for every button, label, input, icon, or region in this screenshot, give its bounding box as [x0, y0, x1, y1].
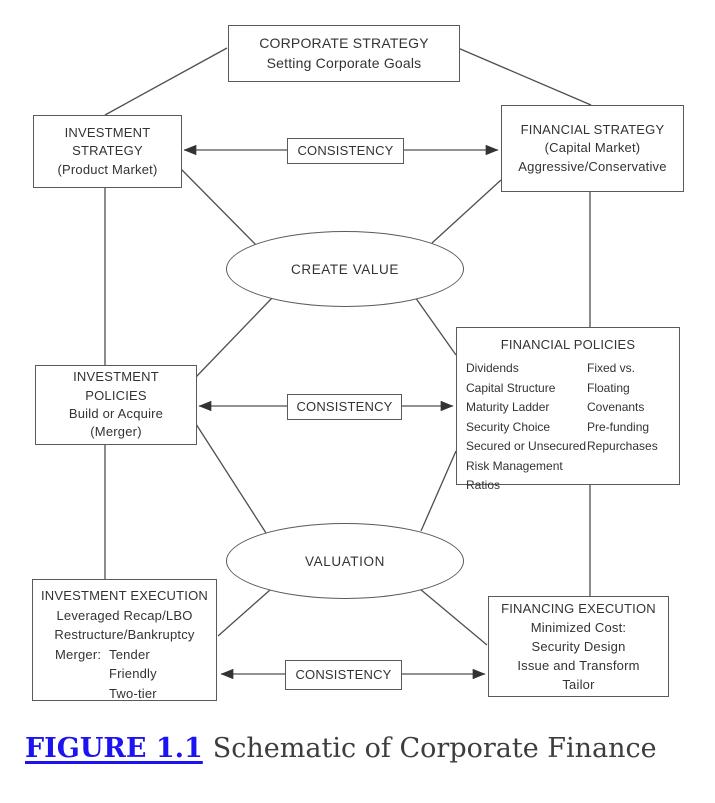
corporate-strategy-box: CORPORATE STRATEGY Setting Corporate Goa…	[228, 25, 460, 82]
policy-item: Capital Structure	[466, 380, 556, 395]
merger-item: Tender	[109, 646, 150, 662]
consistency-box-middle: CONSISTENCY	[287, 394, 402, 420]
connector-investment-policies-to-valuation	[195, 423, 267, 534]
financial-strategy-title: FINANCIAL STRATEGY	[520, 121, 665, 137]
financing-execution-item-2: Security Design	[531, 639, 626, 654]
connector-valuation-to-financing-execution	[419, 588, 488, 646]
consistency-box-bottom: CONSISTENCY	[285, 660, 402, 690]
connector-corp-to-financial-strategy	[457, 47, 592, 106]
connector-create-value-to-financial-policies	[414, 296, 457, 356]
figure-caption-text: Schematic of Corporate Finance	[212, 733, 657, 764]
investment-execution-item-1: Leveraged Recap/LBO	[56, 607, 193, 623]
policy-item: Repurchases	[587, 439, 658, 454]
financial-policies-right-column: Fixed vs. Floating Covenants Pre-funding…	[587, 359, 679, 496]
financing-execution-item-3: Issue and Transform	[517, 658, 640, 673]
merger-item: Two-tier	[109, 685, 157, 701]
investment-execution-box: INVESTMENT EXECUTION Leveraged Recap/LBO…	[32, 579, 217, 701]
valuation-label: VALUATION	[305, 553, 385, 569]
financial-policies-left-column: Dividends Capital Structure Maturity Lad…	[466, 359, 587, 496]
create-value-label: CREATE VALUE	[291, 261, 399, 277]
policy-item: Dividends	[466, 361, 519, 376]
investment-execution-item-2: Restructure/Bankruptcy	[54, 627, 195, 642]
investment-policies-item-1: Build or Acquire	[68, 406, 164, 421]
investment-execution-title: INVESTMENT EXECUTION	[40, 588, 208, 603]
consistency-bottom-label: CONSISTENCY	[295, 666, 392, 682]
connector-investment-strategy-to-create-value	[179, 167, 257, 246]
investment-policies-item-2: (Merger)	[90, 424, 142, 440]
investment-policies-title-1: INVESTMENT	[73, 369, 159, 385]
connector-valuation-to-investment-execution	[217, 589, 271, 637]
corporate-strategy-title: CORPORATE STRATEGY	[259, 34, 429, 51]
policy-item: Covenants	[587, 400, 645, 415]
figure-number-link[interactable]: FIGURE 1.1	[25, 733, 203, 764]
financial-policies-box: FINANCIAL POLICIES Dividends Capital Str…	[456, 327, 680, 492]
connector-financial-strategy-to-create-value	[431, 179, 502, 244]
consistency-top-label: CONSISTENCY	[297, 142, 394, 158]
connector-create-value-to-investment-policies	[195, 296, 274, 378]
policy-item: Pre-funding	[587, 419, 650, 434]
consistency-middle-label: CONSISTENCY	[296, 398, 393, 414]
investment-policies-box: INVESTMENT POLICIES Build or Acquire (Me…	[35, 365, 197, 445]
create-value-ellipse: CREATE VALUE	[226, 231, 464, 307]
merger-block: Merger: Tender Friendly Two-tier	[33, 645, 216, 704]
figure-caption: FIGURE 1.1 Schematic of Corporate Finance	[25, 733, 657, 764]
investment-strategy-subtitle: (Product Market)	[57, 161, 158, 177]
valuation-ellipse: VALUATION	[226, 523, 464, 599]
investment-policies-title-2: POLICIES	[85, 387, 147, 403]
policy-item: Maturity Ladder	[466, 400, 550, 415]
financing-execution-box: FINANCING EXECUTION Minimized Cost: Secu…	[488, 596, 669, 697]
policy-item: Ratios	[466, 478, 501, 493]
financing-execution-title: FINANCING EXECUTION	[501, 601, 656, 616]
financial-policies-title: FINANCIAL POLICIES	[500, 337, 636, 352]
financial-strategy-note: Aggressive/Conservative	[518, 158, 667, 174]
connector-corp-to-investment-strategy	[104, 47, 228, 116]
investment-strategy-box: INVESTMENT STRATEGY (Product Market)	[33, 115, 182, 188]
financial-strategy-subtitle: (Capital Market)	[544, 140, 641, 156]
policy-item: Fixed vs. Floating	[587, 361, 636, 395]
merger-values: Tender Friendly Two-tier	[109, 645, 157, 704]
consistency-box-top: CONSISTENCY	[287, 138, 404, 164]
financing-execution-item-1: Minimized Cost:	[530, 620, 627, 635]
financial-strategy-box: FINANCIAL STRATEGY (Capital Market) Aggr…	[501, 105, 684, 192]
financial-policies-columns: Dividends Capital Structure Maturity Lad…	[457, 359, 679, 496]
policy-item: Secured or Unsecured	[466, 439, 587, 454]
merger-item: Friendly	[109, 666, 157, 681]
policy-item: Risk Management	[466, 458, 563, 473]
financing-execution-item-4: Tailor	[562, 677, 595, 692]
connector-lines	[104, 47, 592, 680]
investment-strategy-title-2: STRATEGY	[72, 143, 143, 159]
connector-financial-policies-to-valuation	[420, 450, 457, 532]
merger-label: Merger:	[55, 646, 102, 662]
investment-strategy-title-1: INVESTMENT	[64, 124, 151, 140]
policy-item: Security Choice	[466, 419, 551, 434]
corporate-strategy-subtitle: Setting Corporate Goals	[266, 54, 422, 71]
